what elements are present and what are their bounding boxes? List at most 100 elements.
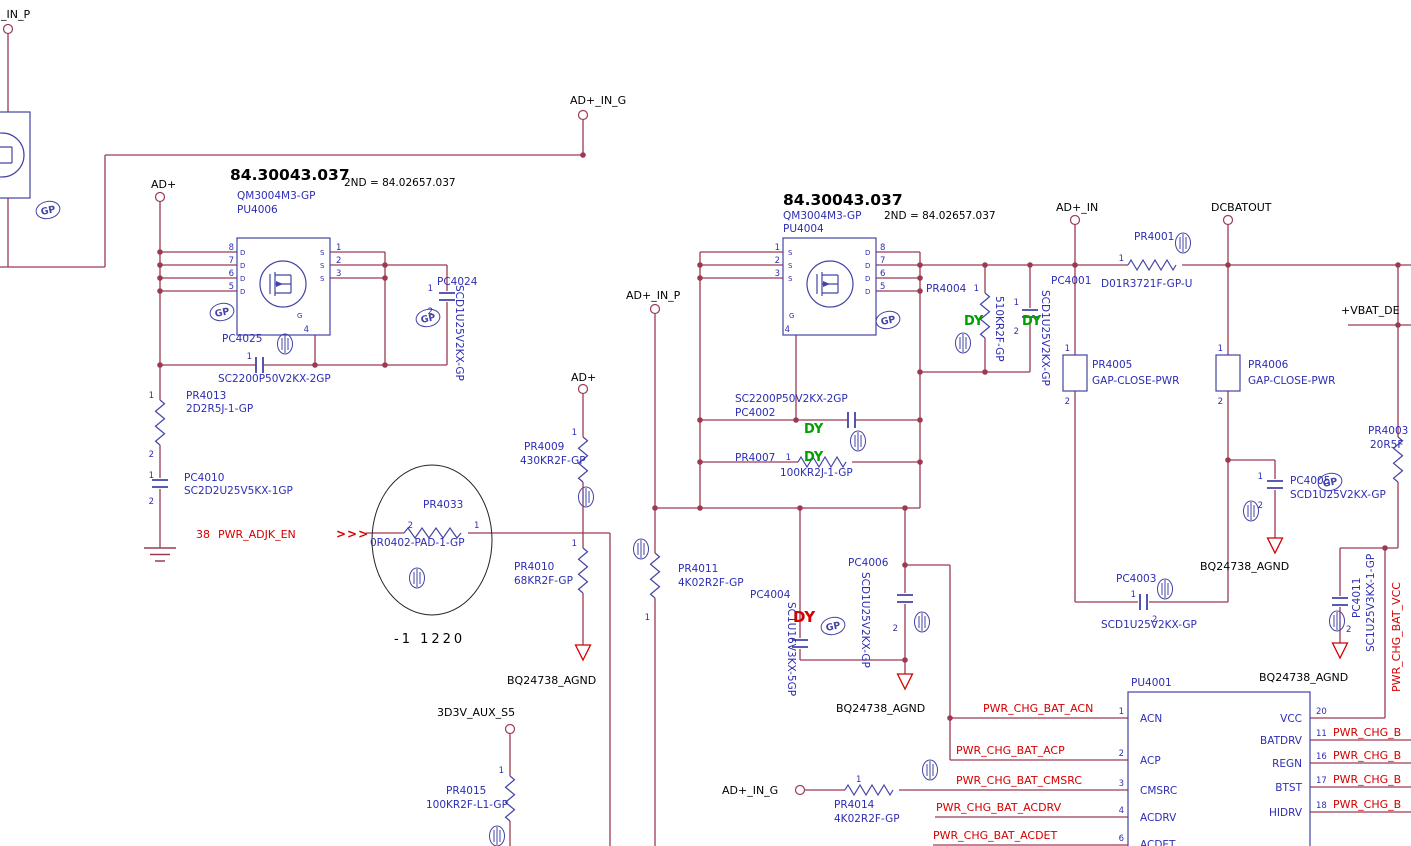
pr4006-ref: PR4006 <box>1248 359 1289 371</box>
pin-numbers: 8 7 6 5 1 2 3 4 1 2 3 8 7 6 5 4 1 2 3 4 … <box>149 243 1352 844</box>
pu4006-ref: PU4006 <box>237 204 278 216</box>
pc4004-ref: PC4004 <box>750 589 791 601</box>
pin-letter-s: S <box>320 262 325 270</box>
pin-number: 3 <box>1119 779 1124 789</box>
pin-number: 2 <box>1065 397 1070 407</box>
pin-number: 1 <box>572 539 577 549</box>
pin-number: 2 <box>775 256 780 266</box>
net-label-ad-in: AD+_IN <box>1056 201 1098 214</box>
earth-ground-symbol <box>144 547 176 562</box>
pin-number: 2 <box>1346 625 1351 635</box>
pr4013-part: 2D2R5J-1-GP <box>186 403 253 415</box>
pin-letter-s: S <box>788 262 793 270</box>
pr4004-part: 510KR2F-GP <box>993 296 1005 362</box>
pc4010-ref: PC4010 <box>184 472 224 484</box>
pin-number: 1 <box>775 243 780 253</box>
pin-number: 1 <box>499 766 504 776</box>
gap-close-boxes <box>1062 354 1241 392</box>
net-label-ad-in-g: AD+_IN_G <box>722 784 778 797</box>
pin-number: 4 <box>785 325 790 335</box>
pin-number: 1 <box>428 284 433 294</box>
offpage-arrows: >>> <box>336 527 369 541</box>
pin-letter-g: G <box>297 312 302 320</box>
pu4001-pin-acdet: ACDET <box>1140 839 1176 846</box>
resistor-symbols <box>154 258 1404 822</box>
pc4025-ref: PC4025 <box>222 333 262 345</box>
net-label-vcc: PWR_CHG_BAT_VCC <box>1390 582 1403 692</box>
pc4006-ref: PC4006 <box>848 557 889 569</box>
pu4001-pin-acp: ACP <box>1140 755 1161 767</box>
pin-number: 2 <box>1152 615 1157 625</box>
pin-letter-d: D <box>240 249 245 257</box>
net-label-agnd: BQ24738_AGND <box>1200 560 1289 573</box>
pc4004-part: SC1U16V3KX-5GP <box>785 602 797 696</box>
pin-number: 4 <box>1119 806 1124 816</box>
dy-stamps: DY DY DY DY DY <box>793 314 1042 626</box>
pr4015-ref: PR4015 <box>446 785 486 797</box>
second-source-note: 2ND = 84.02657.037 <box>344 177 456 189</box>
pc4003-ref: PC4003 <box>1116 573 1156 585</box>
d4001-part: D01R3721F-GP-U <box>1101 278 1192 290</box>
pin-number: 1 <box>645 613 650 623</box>
pu4001-pin-names: ACN ACP CMSRC ACDRV ACDET VCC BATDRV REG… <box>1140 713 1303 846</box>
pr4011-ref: PR4011 <box>678 563 718 575</box>
net-label-acdet: PWR_CHG_BAT_ACDET <box>933 829 1057 842</box>
wire-segments <box>0 34 1411 846</box>
pin-number: 1 <box>1014 298 1019 308</box>
net-label-ad-in-p: AD+_IN_P <box>626 289 681 302</box>
pin-number: 5 <box>229 282 234 292</box>
pin-number: 3 <box>775 269 780 279</box>
pin-number: 20 <box>1316 707 1327 717</box>
pc4024-ref: PC4024 <box>437 276 478 288</box>
pin-number: 1 <box>474 521 479 531</box>
pin-letter-s: S <box>320 249 325 257</box>
second-source-note: 2ND = 84.02657.037 <box>884 210 996 222</box>
pr4001-ref: PR4001 <box>1134 231 1174 243</box>
pr4033-ref: PR4033 <box>423 499 463 511</box>
pin-letter-d: D <box>865 249 870 257</box>
pin-number: 6 <box>1119 834 1124 844</box>
pin-number: 7 <box>229 256 234 266</box>
pr4013-ref: PR4013 <box>186 390 226 402</box>
pin-number: 6 <box>229 269 234 279</box>
pr4014-part: 4K02R2F-GP <box>834 813 900 825</box>
pin-number: 1 <box>149 471 154 481</box>
pin-letter-d: D <box>865 262 870 270</box>
pin-number: 1 <box>247 352 252 362</box>
net-label-ad-in-g: AD+_IN_G <box>570 94 626 107</box>
net-label-acn: PWR_CHG_BAT_ACN <box>983 702 1093 715</box>
pu4004-ref: PU4004 <box>783 223 824 235</box>
net-label-chgb: PWR_CHG_B <box>1333 726 1401 739</box>
pu4001-pin-vcc: VCC <box>1280 713 1302 725</box>
pin-number: 3 <box>336 269 341 279</box>
agnd-arrow-symbols <box>574 537 1349 691</box>
pr4009-part: 430KR2F-GP <box>520 455 586 467</box>
junction-dots <box>157 152 1401 721</box>
pr4003-ref: PR4003 <box>1368 425 1408 437</box>
pu4001-pin-cmsrc: CMSRC <box>1140 785 1177 797</box>
hatched-stamps <box>277 232 1345 846</box>
charger-ic-box <box>1127 691 1311 846</box>
pc4002-ref: PC4002 <box>735 407 775 419</box>
component-labels: QM3004M3-GP PU4006 QM3004M3-GP PU4004 PC… <box>184 190 1408 825</box>
dy-stamp-green: DY <box>964 314 984 329</box>
pin-number: 1 <box>572 428 577 438</box>
net-label-3d3v-aux: 3D3V_AUX_S5 <box>437 706 515 719</box>
pin-number: 1 <box>149 391 154 401</box>
net-labels: _IN_P AD+_IN_G AD+ AD+ AD+_IN_P AD+_IN D… <box>0 8 1403 842</box>
pin-letter-s: S <box>788 275 793 283</box>
pin-number: 2 <box>428 307 433 317</box>
pin-number: 2 <box>1258 501 1263 511</box>
pin-number: 1 <box>786 453 791 463</box>
pin-letter-d: D <box>865 275 870 283</box>
pc4001-part: SCD1U25V2KX-GP <box>1039 290 1051 386</box>
offpage-connector-circles <box>2 23 1234 796</box>
pin-number: 1 <box>1218 344 1223 354</box>
net-label-chgb: PWR_CHG_B <box>1333 798 1401 811</box>
pr4011-part: 4K02R2F-GP <box>678 577 744 589</box>
gp-stamp: GP <box>214 306 231 320</box>
gp-stamp: GP <box>40 204 57 218</box>
pin-number: 18 <box>1316 801 1327 811</box>
net-label-in-p: _IN_P <box>0 8 30 21</box>
